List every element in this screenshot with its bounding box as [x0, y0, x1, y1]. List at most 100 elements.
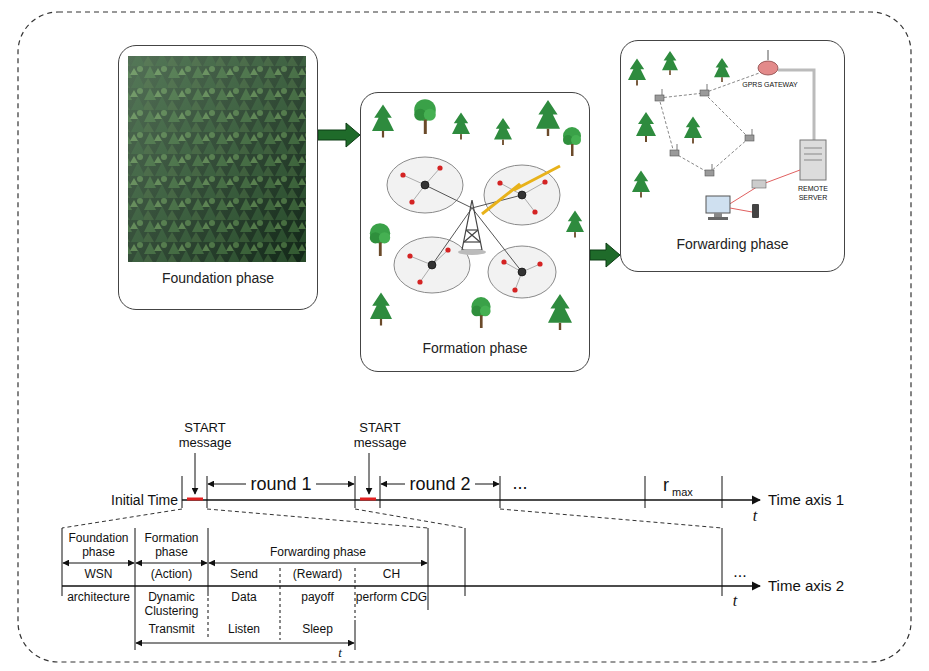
timeline-label: Data — [208, 590, 280, 604]
time-axis-1-part — [722, 476, 723, 508]
zoom-lines-part — [500, 509, 722, 528]
timeline-label: Send — [208, 567, 280, 581]
timeline-label: Foundation phase — [62, 531, 135, 559]
formation-illustration-part — [566, 211, 584, 238]
time-axis-2-part-part — [280, 568, 281, 618]
phase-panel: Foundation phase — [118, 45, 318, 310]
formation-illustration-part-part — [445, 247, 450, 252]
time-axis-1-part — [182, 476, 183, 508]
formation-illustration-part — [494, 118, 512, 145]
forwarding-illustration-part-part — [704, 93, 749, 138]
forwarding-illustration-part-part — [709, 138, 749, 173]
forwarding-illustration-part — [636, 112, 656, 142]
timeline-label: architecture — [62, 590, 135, 604]
time-axis-1-part — [195, 453, 196, 494]
forwarding-illustration-part-part — [700, 90, 709, 96]
formation-illustration-part — [548, 294, 572, 330]
forwarding-illustration-part-part — [712, 164, 713, 170]
formation-illustration — [370, 99, 584, 330]
time-axis-1-part — [182, 499, 760, 500]
time-axis-2-part — [208, 528, 209, 596]
timeline-label: t — [333, 646, 347, 660]
time-axis-2-part — [465, 528, 466, 596]
forwarding-illustration-part — [728, 170, 800, 205]
timeline-label: t — [728, 592, 742, 610]
phase-title: Forwarding phase — [676, 236, 788, 253]
time-axis-1-part — [360, 498, 376, 501]
forwarding-illustration-part-part — [745, 135, 754, 141]
zoom-lines-part — [355, 509, 465, 528]
forwarding-illustration-part — [768, 50, 769, 60]
forest-photo-part — [128, 56, 306, 262]
formation-illustration-part — [370, 293, 392, 326]
formation-illustration-part — [414, 99, 436, 134]
formation-illustration-part-part — [464, 241, 480, 242]
timeline-label: perform CDG — [355, 590, 428, 604]
forwarding-illustration-part — [662, 51, 678, 75]
timeline-label: GPRS GATEWAY — [738, 80, 802, 89]
time-axis-2-part — [135, 528, 136, 650]
time-axis-1-part — [369, 453, 370, 494]
timeline-label: r — [660, 474, 672, 496]
timeline-label: ... — [727, 562, 753, 582]
forwarding-illustration-part — [708, 217, 728, 220]
formation-illustration-part — [482, 166, 560, 214]
formation-illustration-part-part — [501, 259, 506, 264]
forwarding-illustration-part-part — [752, 129, 753, 135]
timeline-label: CH — [355, 567, 428, 581]
forest-photo-part — [128, 56, 306, 262]
formation-illustration-part — [458, 249, 486, 255]
forwarding-illustration-part — [714, 213, 722, 217]
timeline-label: Sleep — [280, 622, 355, 636]
formation-illustration-part — [370, 223, 390, 256]
formation-illustration-part-part — [417, 279, 422, 284]
forwarding-illustration-part — [684, 117, 702, 144]
formation-illustration-part-part — [432, 208, 472, 265]
formation-illustration-part — [387, 157, 463, 213]
time-axis-2-part — [136, 563, 207, 564]
formation-illustration-part — [488, 246, 556, 298]
formation-illustration-part-part — [425, 185, 472, 208]
formation-illustration-part-part — [400, 172, 405, 177]
forwarding-illustration-part — [804, 160, 822, 161]
forwarding-illustration-part-part — [659, 93, 704, 98]
timeline-label: Time axis 2 — [768, 577, 878, 595]
time-axis-1 — [182, 453, 760, 508]
formation-illustration-part-part — [466, 230, 480, 242]
forest-photo — [128, 56, 306, 262]
time-axis-2-part — [355, 620, 356, 650]
formation-illustration-part-part — [464, 230, 478, 242]
time-axis-2-part — [136, 643, 354, 644]
timeline-label: ... — [505, 472, 535, 494]
outer-frame — [18, 12, 911, 662]
timeline-label: Dynamic Clustering — [135, 590, 208, 618]
forwarding-illustration-part-part — [655, 95, 664, 101]
time-axis-1-part — [645, 476, 646, 508]
formation-illustration-part — [372, 105, 394, 138]
phase-title: Foundation phase — [162, 270, 274, 287]
forwarding-illustration-part-part — [662, 89, 663, 95]
formation-illustration-part-part — [512, 287, 517, 292]
timeline-label: round 1 — [246, 473, 316, 495]
time-axis-2-part-part — [208, 598, 209, 640]
formation-illustration-part — [462, 200, 482, 250]
timeline-label: payoff — [280, 590, 355, 604]
time-axis-2-part — [62, 528, 63, 596]
forwarding-illustration-part — [758, 61, 778, 75]
forwarding-illustration-part — [655, 90, 754, 176]
formation-illustration-part-part — [407, 253, 412, 258]
timeline-label: max — [672, 486, 700, 499]
formation-illustration-part-part — [428, 261, 436, 269]
zoom-lines — [62, 509, 722, 528]
forwarding-illustration-part — [662, 84, 752, 170]
forwarding-illustration-part-part — [659, 98, 674, 153]
timeline-label: START message — [165, 420, 245, 450]
forwarding-illustration — [628, 50, 826, 220]
phase-title: Formation phase — [422, 340, 527, 357]
forwarding-illustration-part — [804, 148, 822, 149]
forwarding-illustration-part — [628, 59, 646, 86]
formation-illustration-part — [452, 113, 470, 140]
time-axis-2-part — [62, 585, 760, 586]
